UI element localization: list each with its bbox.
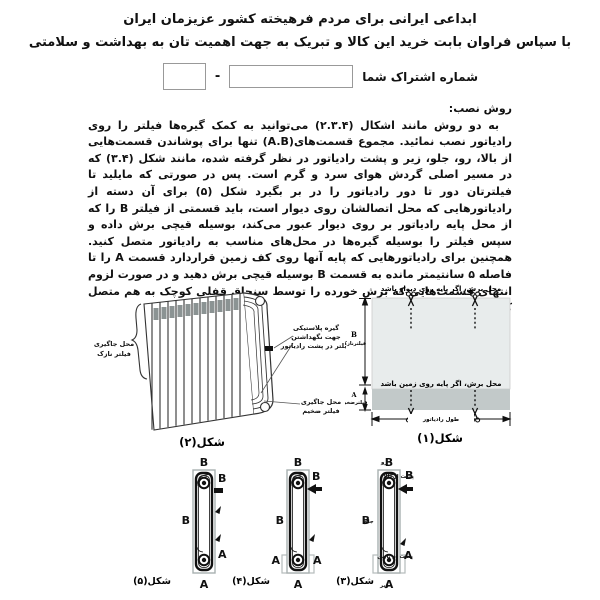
thick-filter-a-area <box>372 389 510 410</box>
instructions-body: به دو روش مانند اشکال (۲.۳.۴) می‌توانید … <box>88 118 513 315</box>
plastic-clip-icon <box>265 346 273 351</box>
svg-text:جهت نگهداشتن: جهت نگهداشتن <box>291 333 341 341</box>
arrow-icon <box>309 534 315 542</box>
arrow-icon <box>215 534 221 542</box>
svg-text:A: A <box>404 549 413 562</box>
figure3-caption: شكل(۳) <box>336 576 374 587</box>
subscription-label: شماره اشتراک شما <box>362 69 478 84</box>
svg-text:A: A <box>271 554 280 567</box>
dimension-arrows <box>359 296 512 426</box>
svg-text:B: B <box>182 514 190 527</box>
top-side-label: رو <box>380 460 388 466</box>
a-dimension-letter: A <box>350 391 357 399</box>
back-top-label: پشت از بالا <box>383 474 414 480</box>
arrow-icon <box>400 538 406 546</box>
figure1-caption: شكل(۱) <box>417 431 463 445</box>
figure2-pointer-lines <box>260 335 301 405</box>
figure5-caption: شكل(۵) <box>133 576 171 587</box>
header-line2: با سپاس فراوان بابت خرید این کالا و تبری… <box>28 35 572 50</box>
figure3-cross-section: B B B A A رو پشت از بالا جلو پشت از پایی… <box>362 456 414 591</box>
figure1-cut-diagram: محل برش، اگر پایه روی دیوار باشد محل برش… <box>345 284 512 445</box>
back-bottom-label: پشت از پایین <box>377 554 413 560</box>
figures-3-4-5-cross-sections: B B B A A شكل(۵) <box>133 456 414 591</box>
arrow-icon <box>307 484 322 494</box>
radiator-drawing <box>143 292 274 431</box>
under-side-label: زیر <box>379 583 389 589</box>
svg-text:فیلتر نازک: فیلتر نازک <box>97 350 131 358</box>
svg-text:A: A <box>385 578 394 591</box>
svg-text:B: B <box>218 472 226 485</box>
figure2-caption: شكل(۲) <box>179 435 225 449</box>
subscription-suffix-input[interactable] <box>162 63 206 90</box>
plastic-clip-label: گیره پلاستیکی <box>293 324 339 332</box>
thin-filter-location-label: محل جاگیری <box>94 340 134 348</box>
instructions-heading: روش نصب: <box>448 102 512 115</box>
figure4-caption: شكل(۴) <box>232 576 270 587</box>
thin-filter-b-area <box>371 297 511 390</box>
header-line1: ابداعی ایرانی برای مردم فرهیخته کشور عزی… <box>123 12 477 27</box>
front-side-label: جلو <box>363 519 374 525</box>
svg-text:A: A <box>294 578 303 591</box>
svg-text:B: B <box>312 470 320 483</box>
svg-text:B: B <box>362 514 370 527</box>
figure4-cross-section: B B B A A A <box>271 456 322 591</box>
b-dimension-letter: B <box>351 330 357 339</box>
cut-if-wall-label: محل برش، اگر پایه روی دیوار باشد <box>381 284 502 293</box>
svg-text:A: A <box>200 578 209 591</box>
svg-text:B: B <box>276 514 284 527</box>
thin-filter-brace <box>130 303 148 380</box>
arrow-icon <box>398 484 413 494</box>
svg-text:B: B <box>294 456 302 469</box>
svg-text:B: B <box>200 456 208 469</box>
thick-filter-location-label: محل جاگیری <box>301 398 341 406</box>
svg-text:A: A <box>218 548 227 561</box>
figure2-radiator-illustration: محل جاگیری فیلتر نازک گیره پلاستیکی جهت … <box>94 292 346 449</box>
subscription-dash: - <box>214 69 221 84</box>
svg-text:B: B <box>405 469 413 482</box>
svg-text:A: A <box>313 554 322 567</box>
svg-text:B: B <box>385 456 393 469</box>
figure5-cross-section: B B B A A <box>182 456 227 591</box>
svg-text:فیلتر در پشت رادیاتور: فیلتر در پشت رادیاتور <box>280 342 346 350</box>
clip-icon <box>214 488 223 493</box>
cut-if-floor-label: محل برش، اگر پایه روی زمین باشد <box>380 379 501 388</box>
subscription-number-input[interactable] <box>229 65 354 88</box>
svg-text:فیلتر ضخیم: فیلتر ضخیم <box>302 407 339 415</box>
arrow-icon <box>215 506 221 514</box>
instructions-section: روش نصب: به دو روش مانند اشکال (۲.۳.۴) م… <box>88 101 512 317</box>
radiator-length-label: طول رادیاتور <box>422 417 459 423</box>
subscription-row: شماره اشتراک شما - <box>162 63 478 90</box>
